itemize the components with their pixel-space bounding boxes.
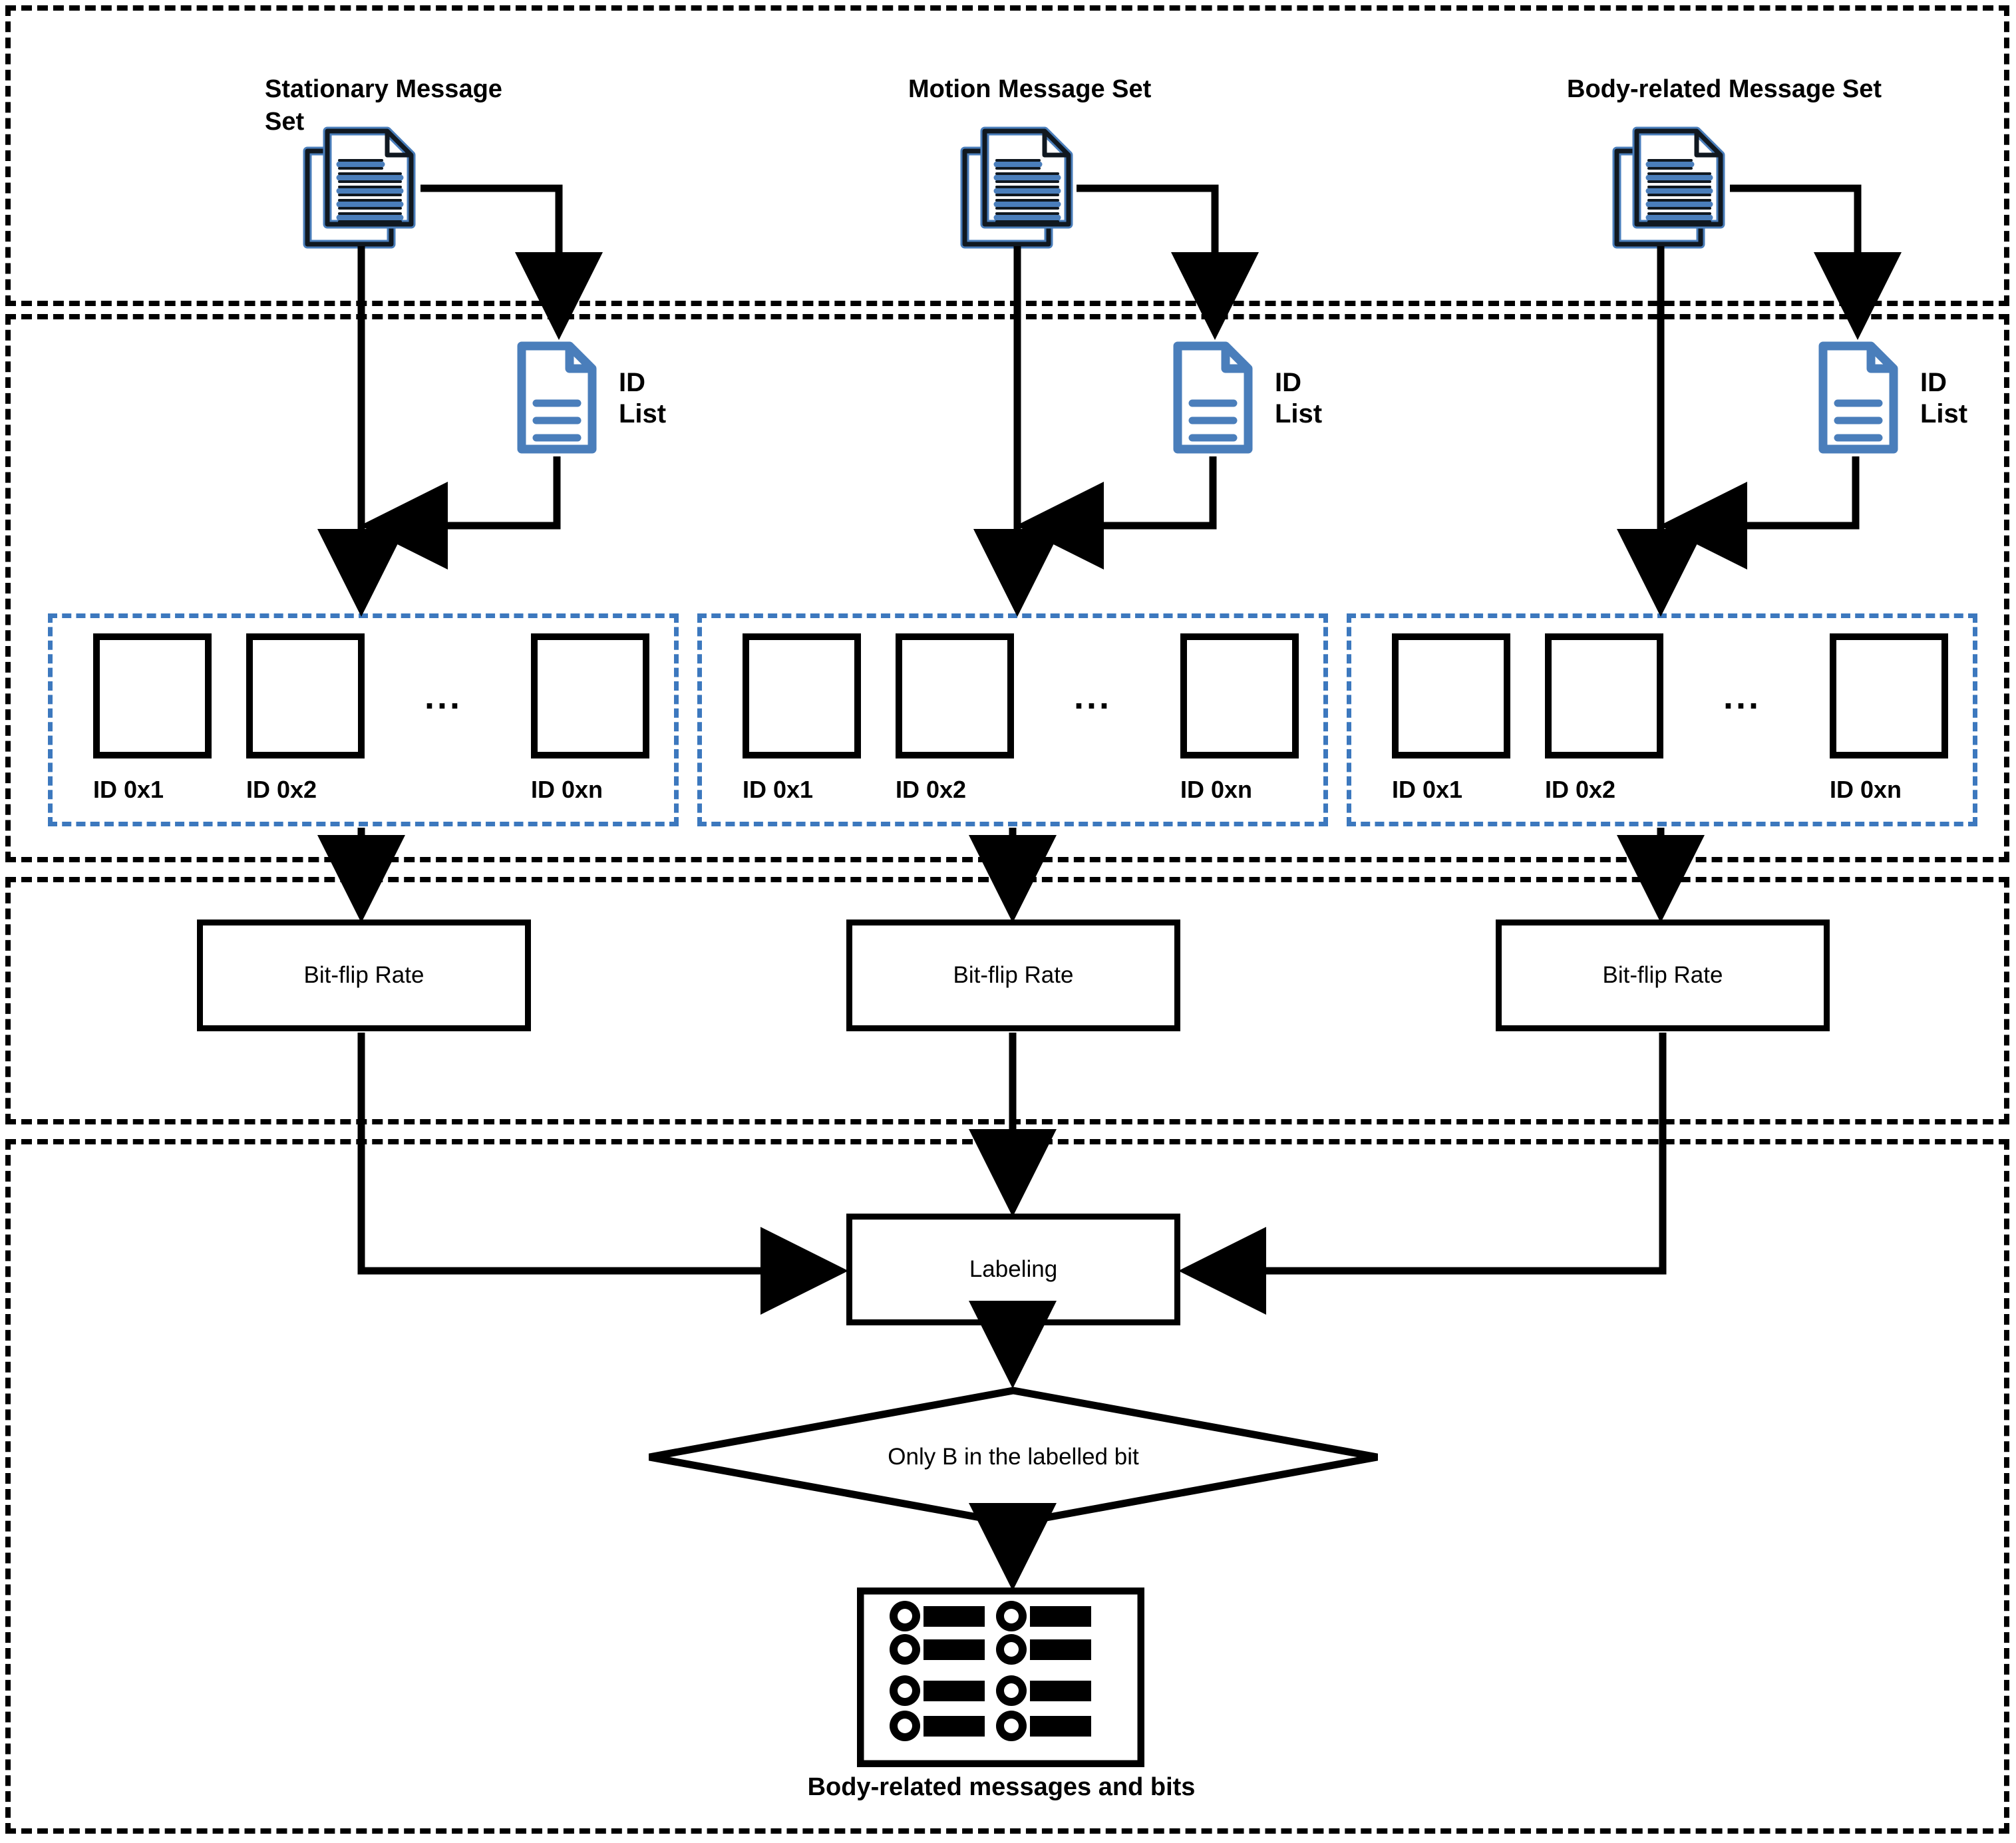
id-caption-stationary-1: ID 0x2 — [246, 776, 317, 803]
id-caption-body-related-0: ID 0x1 — [1392, 776, 1463, 803]
id-box-body-related-1[interactable] — [1545, 633, 1663, 758]
bit-flip-rate-box-stationary[interactable]: Bit-flip Rate — [197, 920, 531, 1031]
column-title-stationary: Stationary Message Set — [265, 75, 502, 136]
id-caption-motion-0: ID 0x1 — [743, 776, 814, 803]
bit-flip-rate-box-body-related[interactable]: Bit-flip Rate — [1496, 920, 1830, 1031]
document-stack-icon-body-related — [1610, 123, 1730, 250]
id-ellipsis-motion: ... — [1074, 677, 1112, 717]
column-title-body-related: Body-related Message Set — [1567, 75, 1882, 103]
message-bits-store-icon — [857, 1588, 1144, 1767]
id-list-document-icon-body-related — [1815, 339, 1902, 456]
labeling-box[interactable]: Labeling — [846, 1214, 1180, 1325]
id-list-label-body-related: ID List — [1920, 368, 1968, 428]
id-box-stationary-1[interactable] — [246, 633, 365, 758]
id-list-document-icon-motion — [1170, 339, 1256, 456]
panel-message-sets — [5, 5, 2009, 306]
id-list-label-stationary: ID List — [619, 368, 667, 428]
id-box-body-related-2[interactable] — [1830, 633, 1948, 758]
id-caption-motion-2: ID 0xn — [1180, 776, 1253, 803]
id-ellipsis-body-related: ... — [1723, 677, 1762, 717]
id-caption-stationary-0: ID 0x1 — [93, 776, 164, 803]
document-stack-icon-motion — [958, 123, 1078, 250]
output-caption: Body-related messages and bits — [807, 1773, 1196, 1801]
id-caption-body-related-2: ID 0xn — [1830, 776, 1902, 803]
id-box-motion-0[interactable] — [743, 633, 861, 758]
document-stack-icon-stationary — [301, 123, 420, 250]
id-box-motion-1[interactable] — [896, 633, 1014, 758]
id-ellipsis-stationary: ... — [424, 677, 463, 717]
id-list-label-motion: ID List — [1275, 368, 1323, 428]
decision-diamond[interactable]: Only B in the labelled bit — [644, 1385, 1383, 1529]
id-box-stationary-2[interactable] — [531, 633, 649, 758]
id-box-motion-2[interactable] — [1180, 633, 1299, 758]
id-box-body-related-0[interactable] — [1392, 633, 1510, 758]
id-caption-body-related-1: ID 0x2 — [1545, 776, 1616, 803]
bit-flip-rate-box-motion[interactable]: Bit-flip Rate — [846, 920, 1180, 1031]
id-caption-motion-1: ID 0x2 — [896, 776, 967, 803]
column-title-motion: Motion Message Set — [908, 75, 1152, 103]
id-box-stationary-0[interactable] — [93, 633, 212, 758]
id-list-document-icon-stationary — [514, 339, 600, 456]
id-caption-stationary-2: ID 0xn — [531, 776, 603, 803]
decision-label: Only B in the labelled bit — [888, 1444, 1139, 1470]
